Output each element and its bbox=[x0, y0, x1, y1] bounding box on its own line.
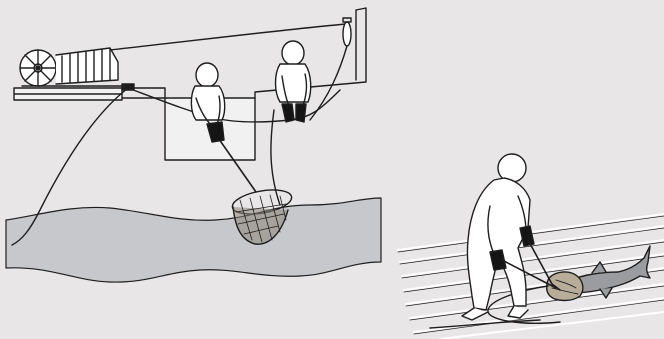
overhead-cable bbox=[110, 24, 346, 50]
crew-member-right bbox=[276, 41, 311, 122]
glove-icon bbox=[282, 104, 294, 122]
deck-scene bbox=[398, 154, 664, 339]
pulley-block bbox=[343, 18, 351, 46]
sea-water bbox=[6, 198, 381, 282]
glove-icon bbox=[520, 226, 534, 246]
boat-scene bbox=[6, 8, 381, 282]
hauling-line bbox=[310, 46, 347, 120]
glove-icon bbox=[296, 104, 306, 122]
line-roller bbox=[122, 84, 134, 90]
winch-drum bbox=[20, 48, 122, 86]
